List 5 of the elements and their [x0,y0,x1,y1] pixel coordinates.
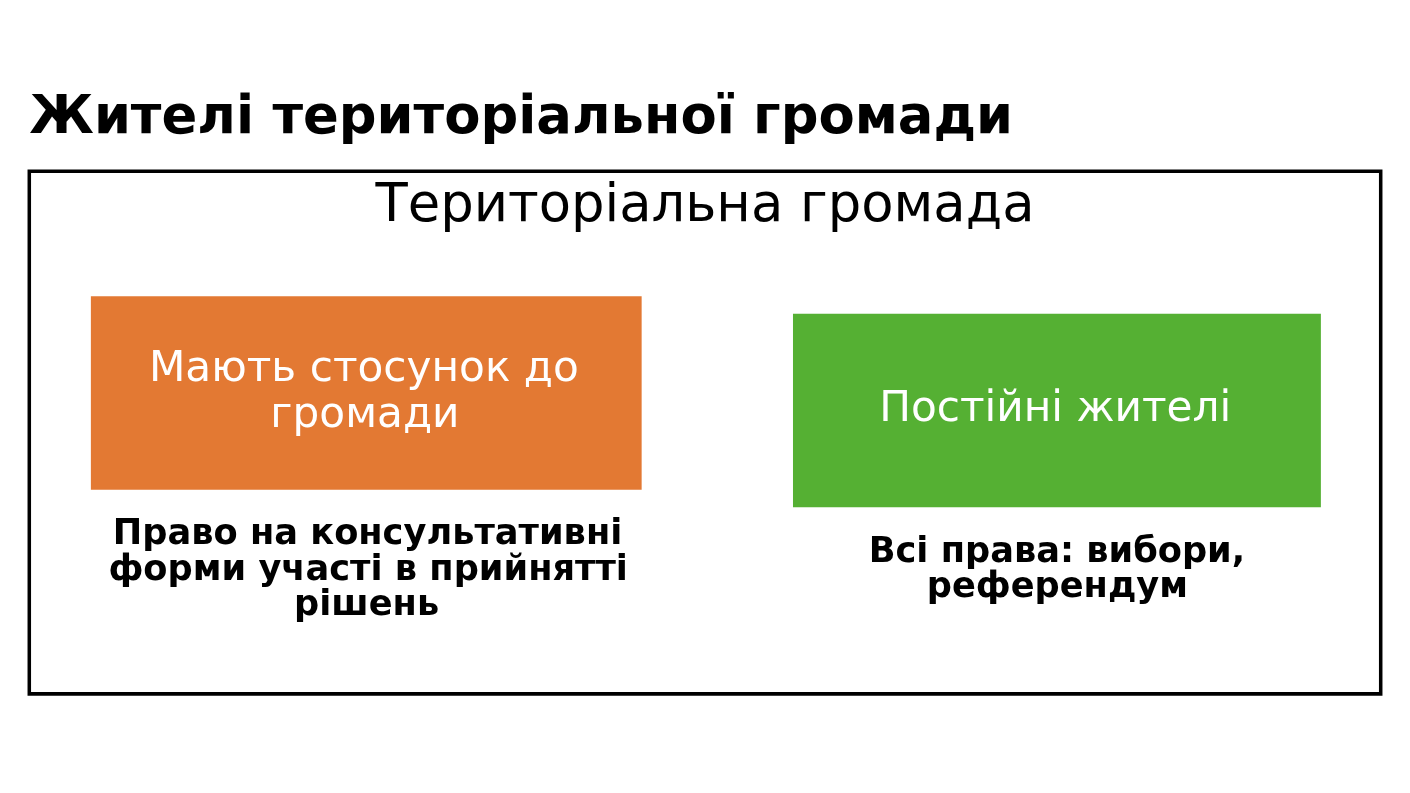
diagram-title: Жителі територіальної громади [29,83,1014,145]
node-box: Мають стосунок до громади [90,296,642,490]
node-label: Право на консультативні форми участі в прийнятті рішень [108,511,628,623]
node-label: Всі права: вибори, референдум [868,528,1246,606]
node-box: Постійні жителі [793,313,1321,508]
